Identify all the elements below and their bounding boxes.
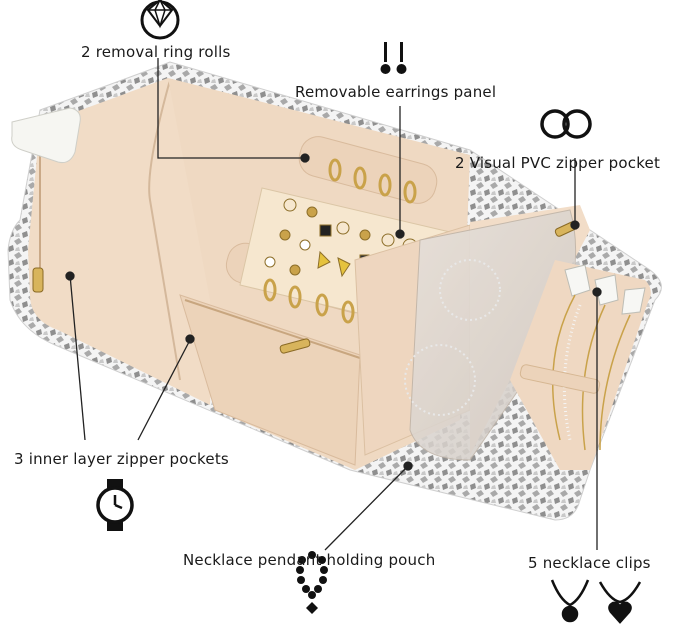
callout-ring-rolls	[157, 58, 305, 159]
label-pendant-pouch: Necklace pendant holding pouch	[183, 551, 436, 569]
ring-roll-top	[298, 136, 438, 204]
label-inner-pockets: 3 inner layer zipper pockets	[14, 450, 229, 468]
ring-icon	[140, 0, 180, 40]
callout-inner-1	[69, 274, 86, 441]
strap	[11, 107, 81, 163]
rings	[263, 158, 417, 324]
middle-zipper-pocket	[179, 294, 361, 466]
heart-necklace-icon	[598, 581, 642, 624]
left-zipper-line	[148, 79, 181, 381]
callout-inner-2	[137, 339, 191, 441]
label-ring-rolls: 2 removal ring rolls	[81, 43, 231, 61]
callout-lines	[65, 58, 602, 551]
pvc-ring-2	[404, 344, 476, 416]
zipper-pull-left	[32, 267, 44, 293]
watch-icon	[96, 479, 134, 531]
necklace-clips	[564, 264, 646, 315]
necklace-panel	[510, 260, 651, 470]
necklaces	[552, 294, 631, 451]
earring-icon	[380, 42, 407, 74]
label-necklace-clips: 5 necklace clips	[528, 554, 651, 572]
hoop-earring-icon	[540, 109, 592, 139]
necklace-strap	[519, 364, 601, 394]
label-pvc-pocket: 2 Visual PVC zipper pocket	[455, 154, 661, 172]
zipper-pull-middle	[279, 338, 311, 354]
necklace-pendant-icon	[296, 551, 328, 614]
pendant-necklace-icon	[550, 579, 590, 623]
callout-pouch	[324, 465, 409, 551]
label-earrings-panel: Removable earrings panel	[295, 83, 497, 101]
pvc-ring-1	[439, 259, 501, 321]
